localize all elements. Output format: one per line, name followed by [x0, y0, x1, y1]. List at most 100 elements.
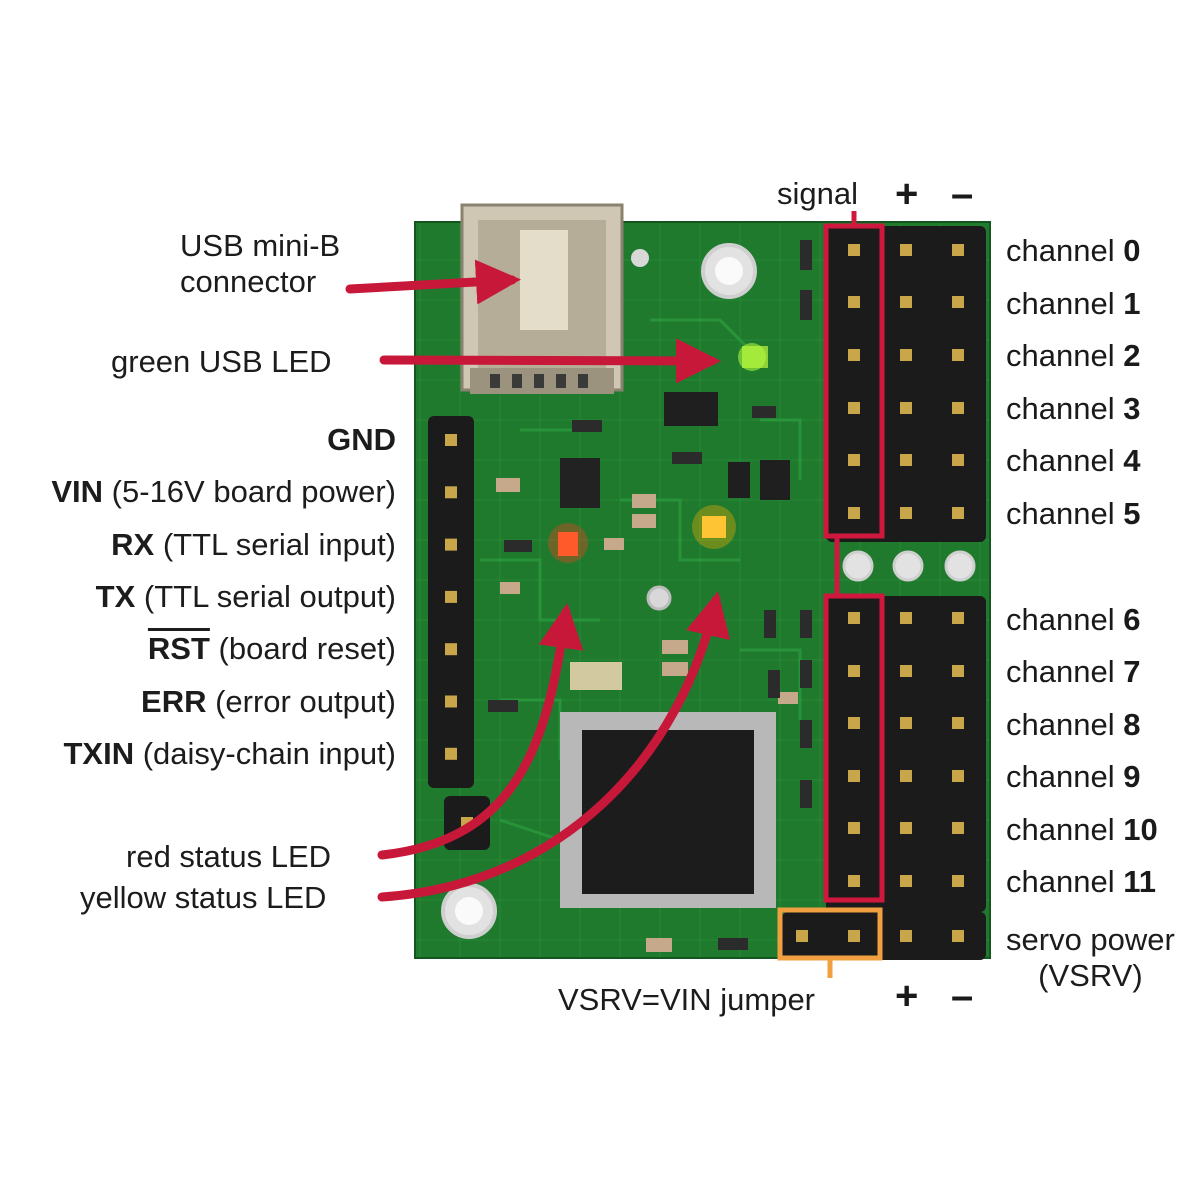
channel-prefix: channel — [1006, 864, 1124, 899]
vsrv-pin — [900, 930, 912, 942]
servo-pin — [952, 296, 964, 308]
channel-number: 10 — [1123, 812, 1158, 847]
servo-pin — [848, 612, 860, 624]
pin-description: (TTL serial input) — [154, 526, 396, 562]
channel-prefix: channel — [1006, 759, 1124, 794]
servo-pin — [900, 244, 912, 256]
arrow-yellow-led — [377, 591, 731, 902]
channel-prefix: channel — [1006, 654, 1124, 689]
arrow-red-led — [377, 603, 584, 860]
left-header-pin — [445, 643, 457, 656]
left-header-pin — [445, 695, 457, 708]
channel-label-11: channel 11 — [1006, 864, 1156, 900]
servo-pin — [848, 244, 860, 256]
channel-number: 3 — [1123, 391, 1141, 426]
usb-connector-label: USB mini-B connector — [180, 228, 341, 299]
pin-name: RST — [147, 631, 210, 667]
servo-pin — [900, 665, 912, 677]
servo-pin — [848, 349, 860, 361]
channel-label-9: channel 9 — [1006, 759, 1140, 795]
left-pin-label-0: GND — [327, 422, 396, 458]
channel-prefix: channel — [1006, 286, 1124, 321]
vsrv-jumper-label: VSRV=VIN jumper — [558, 982, 816, 1017]
servo-pin — [952, 717, 964, 729]
servo-pin — [952, 349, 964, 361]
mounting-holes — [441, 243, 976, 939]
pcb-lower-right — [414, 221, 991, 959]
vsrv-pin — [952, 930, 964, 942]
servo-pin — [900, 507, 912, 519]
pin-name: TXIN — [63, 735, 135, 771]
left-header-pin — [445, 434, 457, 446]
channel-prefix: channel — [1006, 602, 1124, 637]
servo-pin — [848, 454, 860, 466]
servo-pin — [848, 402, 860, 414]
channel-label-4: channel 4 — [1006, 443, 1140, 479]
channel-label-7: channel 7 — [1006, 654, 1140, 690]
left-header-pin — [445, 538, 457, 551]
servo-pin — [952, 875, 964, 887]
green-usb-led-label: green USB LED — [111, 344, 332, 379]
left-pin-label-6: TXIN (daisy-chain input) — [63, 736, 396, 772]
pin-name: TX — [95, 578, 136, 614]
servo-power-label: servo power (VSRV) — [1006, 922, 1175, 993]
left-header-pin — [445, 590, 457, 603]
servo-pin — [952, 454, 964, 466]
left-pin-label-1: VIN (5-16V board power) — [51, 474, 396, 510]
arrow-usb-connector — [345, 259, 521, 305]
arrow-green-led — [379, 338, 721, 384]
channel-number: 2 — [1123, 338, 1141, 373]
left-pin-label-4: RST (board reset) — [148, 631, 396, 667]
usb-mini-b-connector — [460, 203, 624, 394]
servo-pin — [900, 349, 912, 361]
channel-label-10: channel 10 — [1006, 812, 1158, 848]
channel-number: 11 — [1123, 864, 1156, 899]
pin-description: (board reset) — [209, 631, 396, 667]
pin-description: (TTL serial output) — [135, 578, 396, 614]
microcontroller-chip — [560, 712, 776, 908]
channel-label-6: channel 6 — [1006, 602, 1140, 638]
channel-prefix: channel — [1006, 338, 1124, 373]
pin-description: (error output) — [206, 683, 396, 719]
top-plus-symbol: + — [895, 172, 919, 216]
servo-pin — [900, 717, 912, 729]
left-pin-label-3: TX (TTL serial output) — [96, 579, 396, 615]
servo-pin — [900, 454, 912, 466]
channel-prefix: channel — [1006, 391, 1124, 426]
channel-number: 6 — [1123, 602, 1141, 637]
yellow-status-led — [692, 505, 736, 549]
pin-name: RX — [111, 526, 155, 562]
channel-number: 1 — [1123, 286, 1141, 321]
channel-label-8: channel 8 — [1006, 707, 1140, 743]
channel-number: 9 — [1123, 759, 1141, 794]
servo-pin — [952, 665, 964, 677]
red-status-led — [548, 523, 588, 563]
signal-label: signal — [777, 176, 858, 211]
channel-label-0: channel 0 — [1006, 233, 1140, 269]
servo-pin — [848, 875, 860, 887]
servo-pin — [900, 875, 912, 887]
servo-header-bottom — [826, 596, 986, 912]
channel-number: 5 — [1123, 496, 1141, 531]
servo-header-top — [826, 226, 986, 542]
servo-pin — [900, 296, 912, 308]
bottom-minus-symbol: – — [951, 974, 974, 1018]
servo-pin — [900, 822, 912, 834]
servo-pin — [952, 612, 964, 624]
channel-prefix: channel — [1006, 812, 1124, 847]
servo-pin — [848, 507, 860, 519]
vsrv-pin — [796, 930, 808, 942]
channel-prefix: channel — [1006, 443, 1124, 478]
servo-pin — [900, 402, 912, 414]
pin-name: GND — [327, 422, 396, 457]
left-header-pin — [445, 747, 457, 760]
channel-label-5: channel 5 — [1006, 496, 1140, 532]
servo-pin — [952, 822, 964, 834]
pin-description: (5-16V board power) — [103, 474, 396, 510]
servo-pin — [952, 402, 964, 414]
channel-number: 7 — [1123, 654, 1141, 689]
channel-number: 4 — [1123, 443, 1141, 478]
channel-number: 0 — [1123, 233, 1141, 268]
servo-pin — [900, 770, 912, 782]
